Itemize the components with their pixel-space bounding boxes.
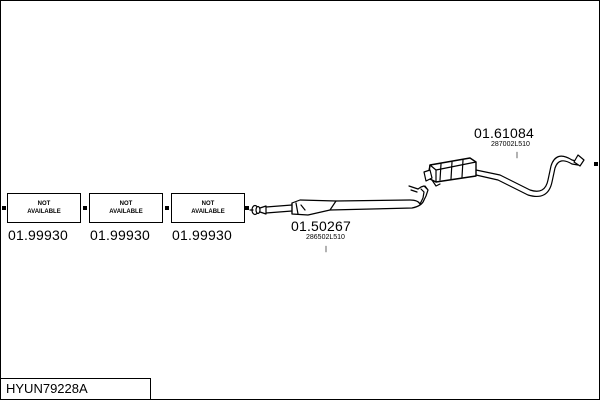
connector-dot (165, 206, 169, 210)
part-number-label[interactable]: 01.99930 (172, 227, 232, 243)
not-label: NOT (201, 201, 215, 207)
part-number-label[interactable]: 01.61084 (474, 125, 534, 141)
unavailable-part-box-1[interactable]: NOT AVAILABLE (7, 193, 81, 223)
available-label: AVAILABLE (191, 209, 225, 215)
front-flange-icon (249, 204, 267, 216)
unavailable-part-box-3[interactable]: NOT AVAILABLE (171, 193, 245, 223)
connector-dot (83, 206, 87, 210)
available-label: AVAILABLE (27, 209, 61, 215)
unavailable-part-box-2[interactable]: NOT AVAILABLE (89, 193, 163, 223)
middle-silencer-icon (265, 185, 429, 216)
not-label: NOT (119, 201, 133, 207)
diagram-code: HYUN79228A (0, 378, 151, 400)
oem-reference-label: 286502L510 (306, 234, 345, 241)
part-number-label[interactable]: 01.50267 (291, 218, 351, 234)
not-label: NOT (37, 201, 51, 207)
connector-dot (245, 206, 249, 210)
available-label: AVAILABLE (109, 209, 143, 215)
part-number-label[interactable]: 01.99930 (8, 227, 68, 243)
connector-dot (594, 162, 598, 166)
connector-dot (2, 206, 6, 210)
oem-reference-label: 287002L510 (491, 141, 530, 148)
part-number-label[interactable]: 01.99930 (90, 227, 150, 243)
rear-silencer-icon (423, 154, 585, 198)
